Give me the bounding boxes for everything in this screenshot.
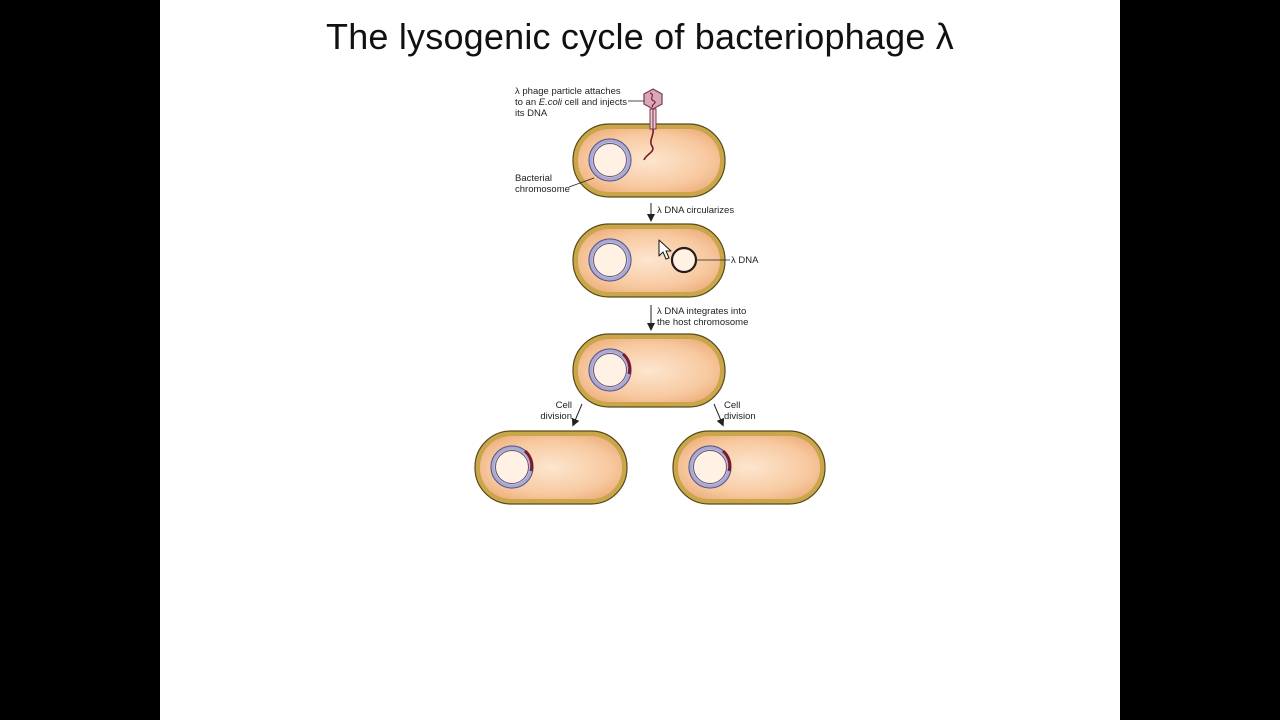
phage-icon — [643, 88, 663, 130]
label-lambda-dna: λ DNA — [731, 255, 759, 266]
mouse-pointer-icon — [658, 239, 672, 260]
label-integrates-line1: λ DNA integrates into — [657, 306, 746, 317]
cell-daughter-right — [672, 430, 826, 505]
arrow-division-left — [571, 403, 583, 427]
label-chromosome-line1: Bacterial — [515, 173, 552, 184]
label-attach-line1: λ phage particle attaches — [515, 86, 621, 97]
label-division-right-line2: division — [724, 411, 756, 422]
arrow-division-right — [713, 403, 725, 427]
label-attach-line3: its DNA — [515, 108, 548, 119]
label-division-right-line1: Cell — [724, 400, 740, 411]
label-integrates-line2: the host chromosome — [657, 317, 748, 328]
label-attach-line2: to an E.coli cell and injects — [515, 97, 627, 108]
slide-title: The lysogenic cycle of bacteriophage λ — [326, 16, 954, 57]
cell-circularized — [572, 223, 730, 298]
cell-integrated — [572, 333, 726, 408]
cell-infected — [572, 123, 726, 198]
leader-chromosome — [568, 177, 595, 188]
cell-daughter-left — [474, 430, 628, 505]
lambda-dna-circle — [670, 246, 698, 274]
injected-dna — [643, 125, 654, 161]
label-chromosome-line2: chromosome — [515, 184, 570, 195]
label-division-left-line2: division — [540, 411, 572, 422]
label-division-left-line1: Cell — [556, 400, 572, 411]
label-circularizes: λ DNA circularizes — [657, 205, 734, 216]
